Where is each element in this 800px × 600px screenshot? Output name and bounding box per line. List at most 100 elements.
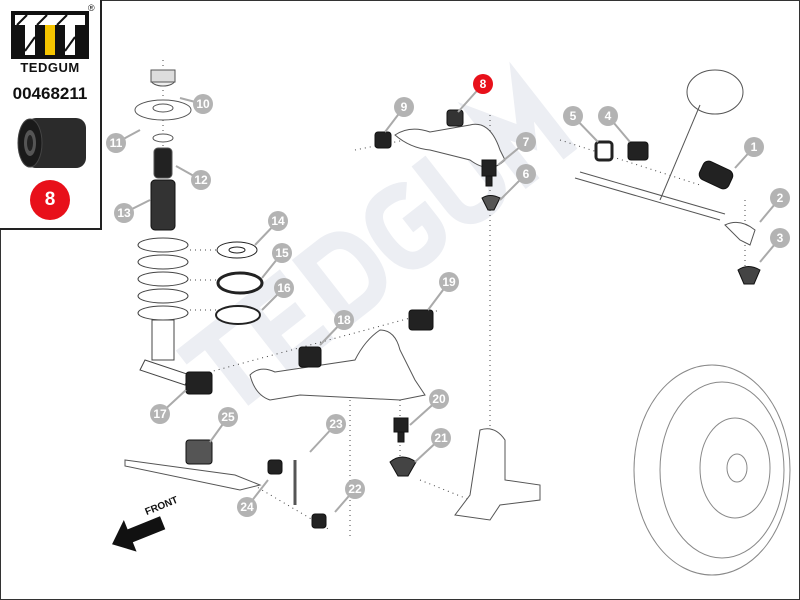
bushing-8 [446,109,464,127]
callout-23[interactable]: 23 [309,414,346,453]
bushings [185,109,761,529]
callout-circle [268,211,288,231]
upper-control-arm [394,123,506,168]
callout-circle [114,203,134,223]
callout-circle [394,97,414,117]
bump-stop [153,147,173,179]
callout-circle [345,479,365,499]
callout-number: 2 [777,191,784,205]
callout-circle [563,106,583,126]
watermark-letter [411,126,506,224]
callout-number: 15 [275,246,289,260]
callout-circle [274,278,294,298]
steering-column [574,69,744,221]
callout-10[interactable]: 10 [179,94,213,114]
callout-number: 8 [480,77,487,91]
callout-circle [473,74,493,94]
callout-circle [237,497,257,517]
sway-bar [124,459,262,491]
callout-24[interactable]: 24 [237,479,269,517]
wheel [633,364,791,576]
callout-circle [106,133,126,153]
callout-number: 1 [751,140,758,154]
callout-13[interactable]: 13 [114,199,151,223]
callout-18[interactable]: 18 [319,310,354,346]
callout-circle [218,407,238,427]
callout-number: 13 [117,206,131,220]
callout-2[interactable]: 2 [759,188,790,223]
tedgum-logo [11,11,89,59]
callout-number: 21 [434,431,448,445]
callout-circle [770,228,790,248]
callout-17[interactable]: 17 [150,389,187,424]
callout-7[interactable]: 7 [497,132,536,166]
callout-9[interactable]: 9 [384,97,414,133]
strut-top-mount [134,69,192,143]
callout-circle [598,106,618,126]
bushing-17 [185,371,213,395]
callout-number: 11 [110,136,123,150]
ball-joint-cap-6 [481,195,501,211]
callout-5[interactable]: 5 [563,106,599,143]
part-number: 00468211 [12,84,88,103]
bushing-25 [185,439,213,465]
bushing-18 [298,346,322,368]
bushing-22 [311,513,327,529]
callout-3[interactable]: 3 [759,228,790,263]
callout-14[interactable]: 14 [254,211,288,246]
front-arrow-icon [112,516,166,552]
callout-number: 22 [348,482,362,496]
callout-number: 9 [401,100,408,114]
callout-8[interactable]: 8 [457,74,493,113]
callout-circle [429,389,449,409]
callout-circle [191,170,211,190]
dust-boot [150,179,176,231]
callout-number: 6 [523,167,530,181]
watermark-letter [175,311,263,406]
callout-number: 20 [432,392,446,406]
callout-21[interactable]: 21 [414,428,451,463]
front-label: FRONT [144,495,180,518]
front-direction-arrow: FRONT [112,495,180,552]
callout-1[interactable]: 1 [734,137,764,169]
callout-circle [150,404,170,424]
callout-6[interactable]: 6 [499,164,536,201]
callout-12[interactable]: 12 [175,165,211,190]
callout-circle [334,310,354,330]
callout-20[interactable]: 20 [409,389,449,426]
callout-11[interactable]: 11 [106,129,141,153]
callout-circle [431,428,451,448]
brand-name: TEDGUM [20,60,80,75]
ball-joint-cap-21 [389,456,417,477]
callout-number: 16 [277,281,291,295]
callout-25[interactable]: 25 [209,407,238,443]
callout-22[interactable]: 22 [334,479,365,513]
watermark-letter [235,269,335,374]
callout-15[interactable]: 15 [261,243,292,279]
registered-mark: ® [88,3,95,13]
part-info-panel: ® TEDGUM 00468211 8 [0,0,102,230]
steering-knuckle [454,428,541,521]
callout-19[interactable]: 19 [427,272,459,311]
bushing-5 [594,140,614,162]
callout-number: 4 [605,109,612,123]
callout-4[interactable]: 4 [598,106,631,143]
watermark-letter [365,182,446,270]
bushing-19 [408,309,434,331]
callout-number: 23 [329,417,343,431]
lower-control-arm [249,329,426,401]
callout-number: 14 [271,214,285,228]
bushing-4 [627,141,649,161]
callout-number: 24 [240,500,254,514]
highlight-callout-badge: 8 [30,180,70,220]
callout-circle [516,164,536,184]
coil-spring [137,237,191,386]
callout-number: 3 [777,231,784,245]
callout-number: 5 [570,109,577,123]
callout-circle [770,188,790,208]
callout-16[interactable]: 16 [261,278,294,311]
callout-number: 19 [442,275,456,289]
callout-number: 12 [194,173,208,187]
tie-rod-end [724,221,756,246]
